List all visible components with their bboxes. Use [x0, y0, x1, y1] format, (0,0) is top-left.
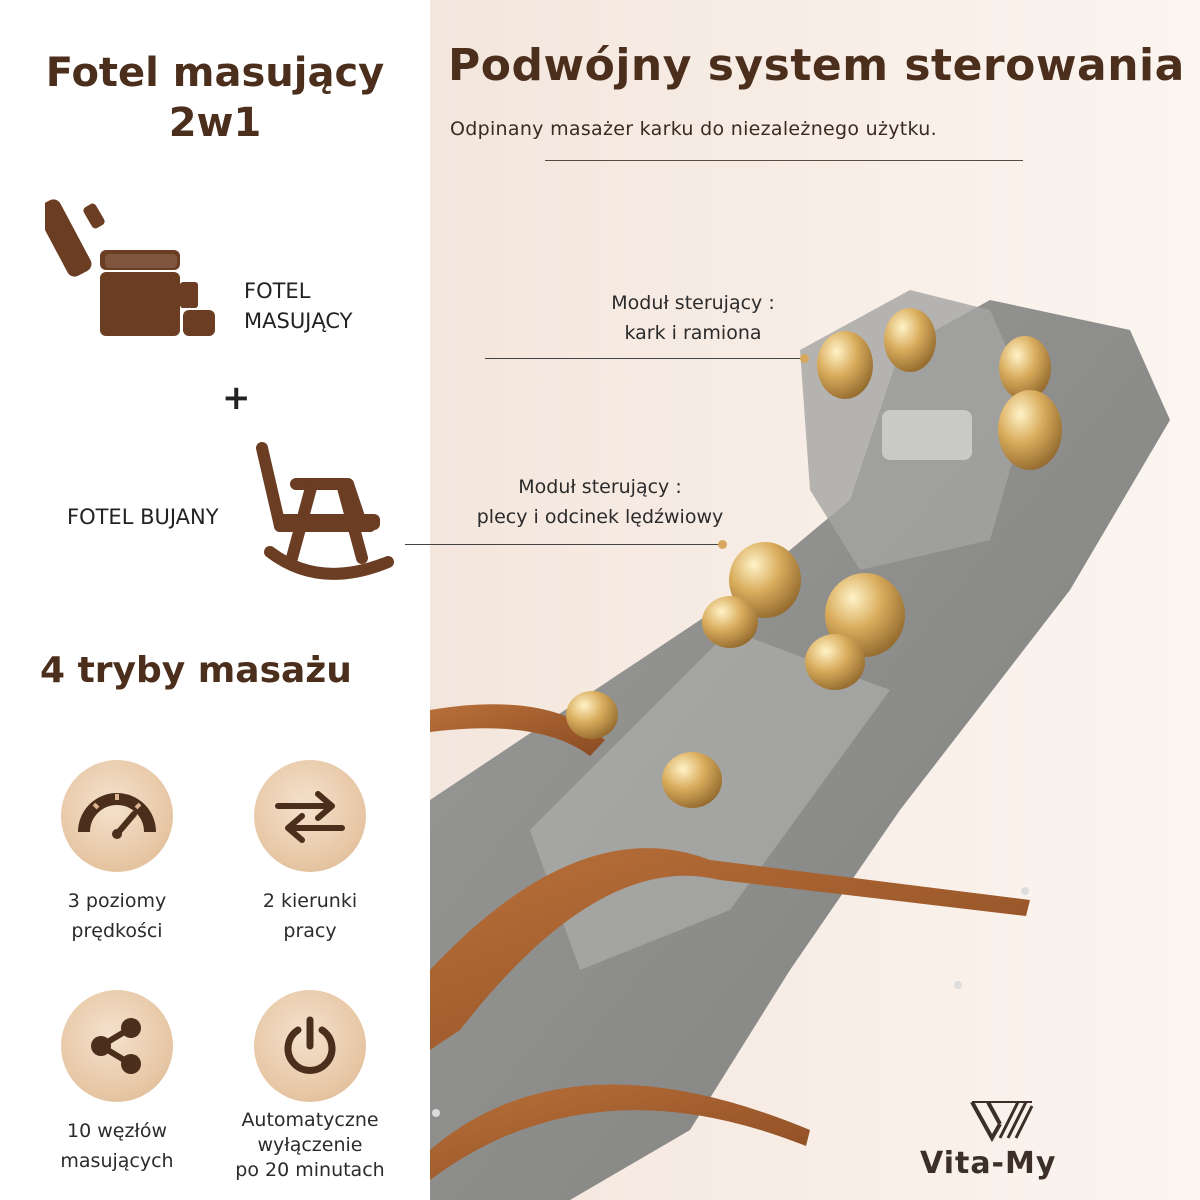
brand-logo-icon — [970, 1101, 1034, 1142]
module-back-label: Moduł sterujący : plecy i odcinek lędźwi… — [476, 476, 724, 528]
module-neck-callout-dot — [800, 354, 809, 363]
feature-speed: 3 poziomy prędkości — [37, 760, 197, 946]
left-title-line1: Fotel masujący — [45, 50, 385, 96]
module-back-callout-line — [405, 544, 720, 545]
product-illustration — [430, 290, 1170, 1200]
feature-nodes: 10 węzłów masujących — [37, 990, 197, 1176]
left-title: Fotel masujący 2w1 — [0, 48, 430, 148]
feature-directions-label: 2 kierunki pracy — [262, 890, 358, 942]
left-title-line2: 2w1 — [168, 100, 262, 146]
modes-title: 4 tryby masażu — [40, 650, 352, 691]
arrows-icon — [275, 791, 345, 843]
module-back-callout-dot — [718, 540, 727, 549]
title-divider — [545, 160, 1023, 161]
feature-nodes-label: 10 węzłów masujących — [60, 1120, 174, 1172]
rocking-chair-label: FOTEL BUJANY — [67, 505, 219, 529]
rocking-chair-icon — [256, 442, 394, 580]
feature-directions: 2 kierunki pracy — [230, 760, 390, 946]
feature-nodes-circle — [61, 990, 173, 1102]
feature-power-label: Automatyczne wyłączenie po 20 minutach — [235, 1109, 385, 1181]
plus-sign: + — [222, 378, 251, 418]
massage-chair-icon — [45, 199, 215, 336]
speedometer-icon — [78, 793, 156, 839]
feature-power-circle — [254, 990, 366, 1102]
feature-speed-label: 3 poziomy prędkości — [67, 890, 167, 942]
right-title: Podwójny system sterowania — [448, 40, 1185, 91]
module-neck-label: Moduł sterujący : kark i ramiona — [611, 292, 775, 344]
power-icon — [284, 1016, 336, 1074]
share-nodes-icon — [91, 1018, 141, 1074]
brand-name: Vita-My — [920, 1146, 1057, 1181]
feature-speed-circle — [61, 760, 173, 872]
right-subtitle: Odpinany masażer karku do niezależnego u… — [450, 118, 937, 140]
feature-power: Automatyczne wyłączenie po 20 minutach — [220, 990, 400, 1183]
massage-chair-label: FOTEL MASUJĄCY — [244, 279, 353, 333]
feature-directions-circle — [254, 760, 366, 872]
module-neck-callout-line — [485, 358, 803, 359]
